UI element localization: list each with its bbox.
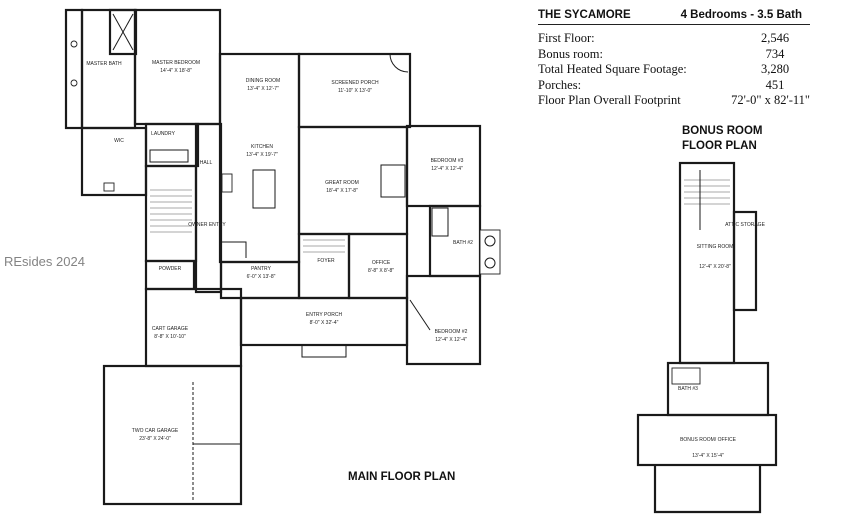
office-dim: 8'-8" X 8'-8" bbox=[368, 268, 394, 274]
spec-row: First Floor: 2,546 bbox=[538, 31, 810, 47]
spec-label: Porches: bbox=[538, 77, 582, 92]
watermark: REsides 2024 bbox=[4, 254, 85, 269]
wic-label: WIC bbox=[114, 138, 124, 144]
spec-label: Total Heated Square Footage: bbox=[538, 62, 687, 76]
foyer-label: FOYER bbox=[317, 258, 335, 264]
master-bath-label: MASTER BATH bbox=[86, 61, 122, 67]
bedroom2-label: BEDROOM #2 bbox=[435, 329, 468, 335]
bath2-label: BATH #2 bbox=[453, 240, 473, 246]
attic-storage-walls bbox=[732, 210, 758, 312]
office-label: OFFICE bbox=[372, 260, 391, 266]
spec-value: 2,546 bbox=[760, 31, 790, 45]
cart-garage-dim: 8'-8" X 10'-10" bbox=[154, 334, 186, 340]
screened-porch-label: SCREENED PORCH bbox=[331, 80, 379, 86]
bonus-room-dormer bbox=[653, 465, 762, 514]
foyer-walls bbox=[297, 232, 351, 300]
hall-label: HALL bbox=[200, 160, 213, 166]
bonus-plan-title: BONUS ROOM FLOOR PLAN bbox=[682, 124, 763, 154]
two-car-garage-dim: 23'-8" X 24'-0" bbox=[139, 436, 171, 442]
attic-storage-label: ATTIC STORAGE bbox=[725, 222, 765, 228]
master-bedroom-label: MASTER BEDROOM bbox=[152, 60, 200, 66]
sitting-room-label: SITTING ROOM bbox=[697, 244, 734, 250]
bonus-stair-walls bbox=[678, 161, 736, 365]
entry-porch-dim: 8'-0" X 32'-4" bbox=[310, 320, 339, 326]
spec-row: Total Heated Square Footage: 3,280 bbox=[538, 62, 810, 78]
owner-entry-label: OWNER ENTRY bbox=[188, 222, 226, 228]
bonus-title-line1: BONUS ROOM bbox=[682, 125, 763, 137]
spec-label: Bonus room: bbox=[538, 46, 603, 61]
master-bath-tub-wall bbox=[64, 8, 84, 130]
great-room-dim: 18'-4" X 17'-8" bbox=[326, 188, 358, 194]
bedroom2-dim: 12'-4" X 12'-4" bbox=[435, 337, 467, 343]
screened-porch-dim: 11'-10" X 13'-0" bbox=[338, 88, 372, 94]
master-bath-walls bbox=[80, 8, 137, 130]
dining-room-dim: 13'-4" X 12'-7" bbox=[247, 86, 279, 92]
title-block: THE SYCAMORE 4 Bedrooms - 3.5 Bath First… bbox=[538, 9, 810, 109]
fireplace bbox=[380, 164, 406, 198]
range bbox=[221, 173, 233, 193]
dining-room-label: DINING ROOM bbox=[246, 78, 280, 84]
beds-baths: 4 Bedrooms - 3.5 Bath bbox=[680, 9, 802, 21]
master-bedroom-dim: 14'-4" X 18'-8" bbox=[160, 68, 192, 74]
hvac-units bbox=[479, 229, 501, 275]
bonus-room-label: BONUS ROOM/ OFFICE bbox=[680, 437, 737, 443]
kitchen-island bbox=[252, 169, 276, 209]
spec-value: 3,280 bbox=[760, 62, 790, 76]
bonus-room-walls bbox=[636, 413, 778, 467]
stair-walls bbox=[144, 164, 198, 263]
pantry-label: PANTRY bbox=[251, 266, 271, 272]
main-plan-title: MAIN FLOOR PLAN bbox=[348, 471, 456, 483]
spec-row: Porches: 451 bbox=[538, 78, 810, 94]
title-block-header: THE SYCAMORE 4 Bedrooms - 3.5 Bath bbox=[538, 9, 810, 25]
laundry-label: LAUNDRY bbox=[151, 131, 175, 137]
spec-row: Floor Plan Overall Footprint 72'-0" x 82… bbox=[538, 93, 810, 109]
great-room-label: GREAT ROOM bbox=[325, 180, 359, 186]
two-car-garage-walls bbox=[102, 364, 243, 506]
spec-value: 72'-0" x 82'-11" bbox=[731, 93, 810, 107]
office-walls bbox=[347, 232, 409, 300]
master-bedroom-walls bbox=[133, 8, 222, 126]
spec-value: 451 bbox=[765, 77, 785, 92]
bath3-label: BATH #3 bbox=[678, 386, 698, 392]
plan-name: THE SYCAMORE bbox=[538, 9, 631, 21]
bedroom3-label: BEDROOM #3 bbox=[431, 158, 464, 164]
spec-value: 734 bbox=[765, 46, 785, 61]
spec-row: Bonus room: 734 bbox=[538, 47, 810, 63]
powder-label: POWDER bbox=[159, 266, 182, 272]
kitchen-dim: 13'-4" X 19'-7" bbox=[246, 152, 278, 158]
entry-steps bbox=[301, 344, 347, 358]
entry-porch-label: ENTRY PORCH bbox=[306, 312, 343, 318]
pantry-dim: 6'-0" X 13'-8" bbox=[247, 274, 276, 280]
spec-label: Floor Plan Overall Footprint bbox=[538, 93, 681, 107]
spec-label: First Floor: bbox=[538, 31, 595, 45]
two-car-garage-label: TWO CAR GARAGE bbox=[132, 428, 179, 434]
hall-walls bbox=[194, 122, 223, 294]
bonus-room-dim: 13'-4" X 15'-4" bbox=[692, 453, 724, 459]
sitting-room-dim: 12'-4" X 20'-8" bbox=[699, 264, 731, 270]
bedroom2-walls bbox=[405, 274, 482, 366]
cart-garage-label: CART GARAGE bbox=[152, 326, 189, 332]
bonus-title-line2: FLOOR PLAN bbox=[682, 140, 757, 152]
kitchen-label: KITCHEN bbox=[251, 144, 273, 150]
bedroom3-dim: 12'-4" X 12'-4" bbox=[431, 166, 463, 172]
